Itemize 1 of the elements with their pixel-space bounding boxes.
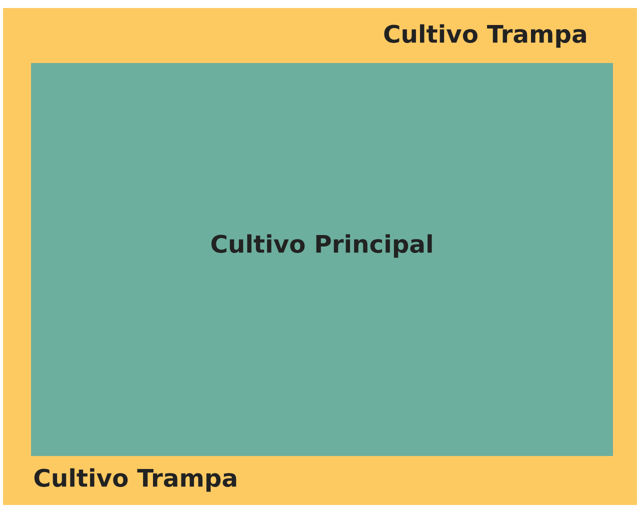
field-area: Cultivo Principal (31, 63, 613, 456)
